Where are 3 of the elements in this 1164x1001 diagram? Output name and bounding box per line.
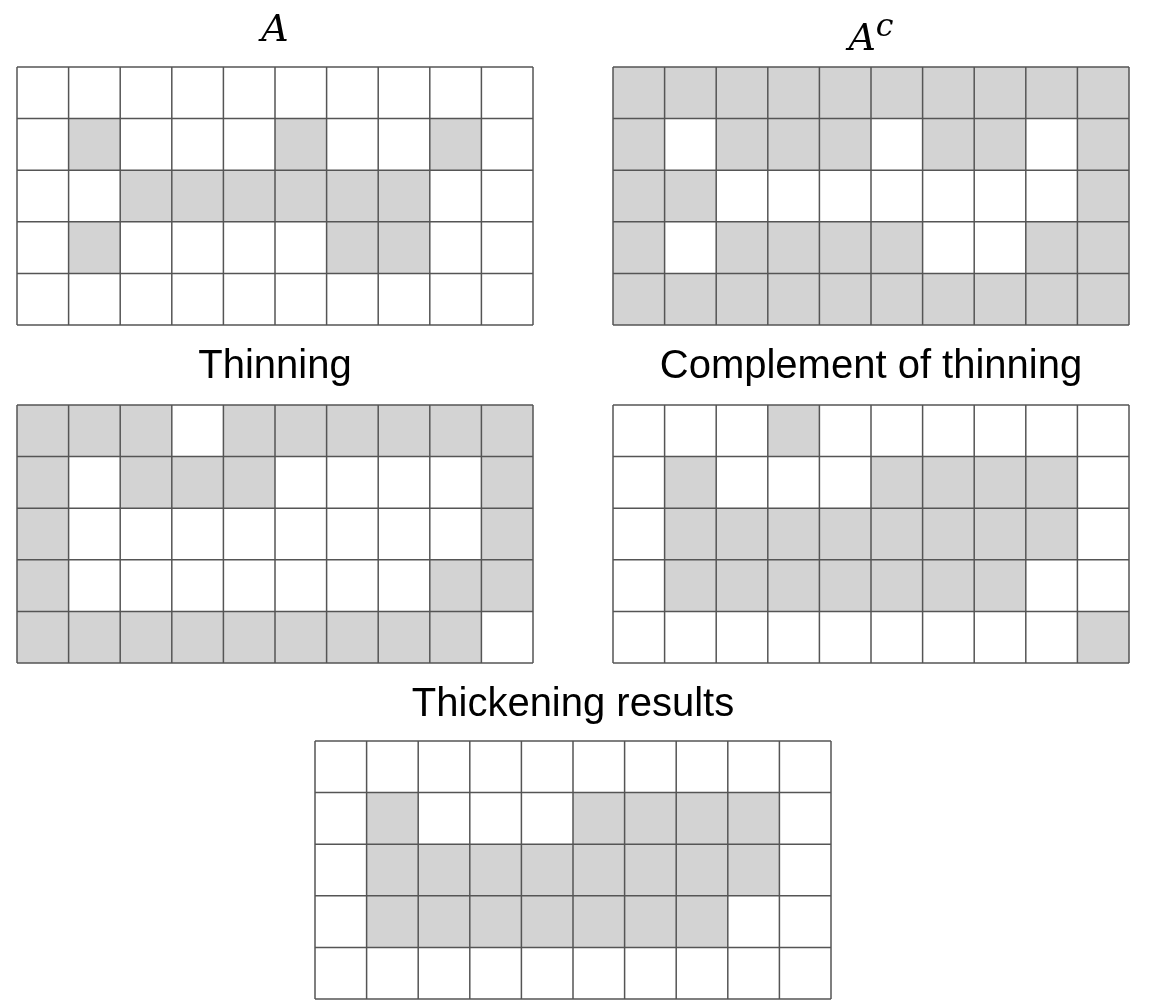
grid-title: Thickening results	[411, 680, 735, 724]
grid-title: Complement of thinning	[659, 342, 1083, 386]
grid-title: Thinning	[198, 342, 352, 386]
